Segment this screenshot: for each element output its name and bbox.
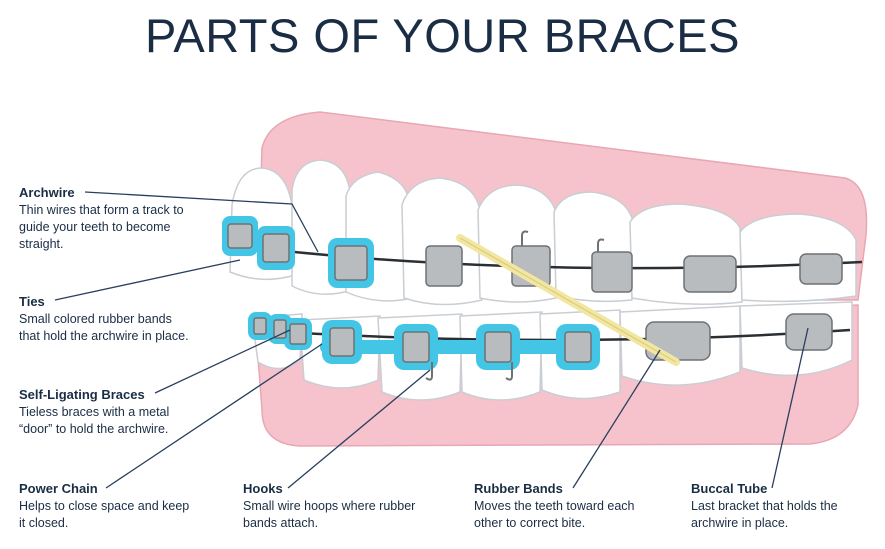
- rubber-band-edge: [459, 237, 677, 363]
- label-buccal-tube: Buccal Tube Last bracket that holds the …: [691, 480, 876, 532]
- label-hooks-title: Hooks: [243, 481, 283, 496]
- label-hooks-desc: Small wire hoops where rubber bands atta…: [243, 499, 416, 530]
- label-self-ligating-title: Self-Ligating Braces: [19, 387, 145, 402]
- upper-hooks: [521, 230, 605, 252]
- label-rubber-bands-desc: Moves the teeth toward each other to cor…: [474, 499, 635, 530]
- label-ties: Ties Small colored rubber bands that hol…: [19, 293, 249, 345]
- lower-hooks: [425, 362, 513, 381]
- label-buccal-tube-desc: Last bracket that holds the archwire in …: [691, 499, 838, 530]
- label-archwire-title: Archwire: [19, 185, 75, 200]
- label-power-chain-desc: Helps to close space and keep it closed.: [19, 499, 190, 530]
- label-self-ligating-desc: Tieless braces with a metal “door” to ho…: [19, 405, 170, 436]
- label-rubber-bands: Rubber Bands Moves the teeth toward each…: [474, 480, 674, 532]
- lower-brackets: [253, 313, 833, 363]
- page-title: PARTS OF YOUR BRACES: [144, 9, 741, 62]
- label-power-chain: Power Chain Helps to close space and kee…: [19, 480, 239, 532]
- label-archwire-desc: Thin wires that form a track to guide yo…: [19, 203, 184, 251]
- label-power-chain-title: Power Chain: [19, 481, 98, 496]
- label-ties-title: Ties: [19, 294, 45, 309]
- label-self-ligating: Self-Ligating Braces Tieless braces with…: [19, 386, 239, 438]
- leader-lines: [54, 191, 809, 489]
- label-buccal-tube-title: Buccal Tube: [691, 481, 768, 496]
- label-hooks: Hooks Small wire hoops where rubber band…: [243, 480, 463, 532]
- label-rubber-bands-title: Rubber Bands: [474, 481, 563, 496]
- label-ties-desc: Small colored rubber bands that hold the…: [19, 312, 189, 343]
- label-archwire: Archwire Thin wires that form a track to…: [19, 184, 239, 253]
- upper-tied-brackets: [222, 216, 374, 288]
